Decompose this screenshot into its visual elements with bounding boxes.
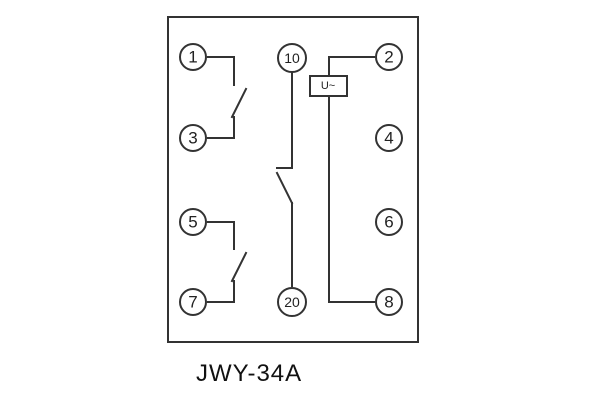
terminal-5-label: 5 [188, 213, 197, 232]
terminal-6: 6 [375, 208, 403, 236]
terminal-5: 5 [179, 208, 207, 236]
terminal-8-label: 8 [384, 293, 393, 312]
terminal-6-label: 6 [384, 213, 393, 232]
coil-circuit-2-8: U~ [309, 56, 375, 303]
relay-housing-outline [167, 16, 419, 343]
terminal-10: 10 [277, 43, 307, 73]
terminal-7-label: 7 [188, 293, 197, 312]
contact-1-3 [207, 56, 248, 139]
terminal-4: 4 [375, 124, 403, 152]
terminal-4-label: 4 [384, 129, 393, 148]
terminal-1: 1 [179, 43, 207, 71]
terminal-3: 3 [179, 124, 207, 152]
coil-label: U~ [321, 80, 335, 92]
terminal-2: 2 [375, 43, 403, 71]
terminal-3-label: 3 [188, 129, 197, 148]
terminal-2-label: 2 [384, 48, 393, 67]
contact-10-20 [275, 72, 294, 287]
contact-5-7 [207, 221, 248, 303]
terminal-7: 7 [179, 288, 207, 316]
terminal-1-label: 1 [188, 48, 197, 67]
model-label: JWY-34A [196, 360, 303, 387]
terminal-20-label: 20 [284, 294, 300, 310]
terminal-10-label: 10 [284, 50, 300, 66]
terminal-20: 20 [277, 287, 307, 317]
terminal-8: 8 [375, 288, 403, 316]
